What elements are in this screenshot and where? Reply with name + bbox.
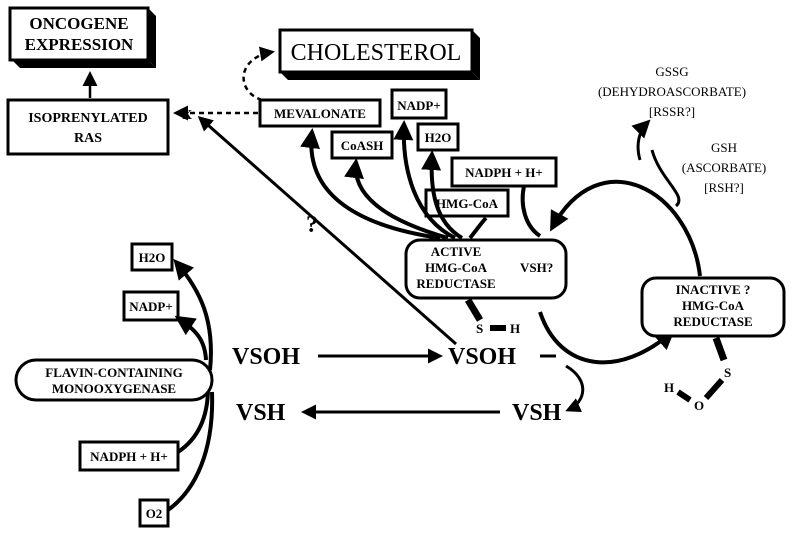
inactive-label-line1: INACTIVE ? bbox=[676, 282, 751, 297]
active-label-line1: ACTIVE bbox=[431, 244, 482, 259]
mevalonate-to-cholesterol-dashed-arrow bbox=[242, 46, 275, 102]
inactive-s-label: S bbox=[724, 365, 731, 380]
nadp-top-label: NADP+ bbox=[397, 98, 441, 113]
inactive-oh-bond bbox=[676, 389, 692, 403]
inactive-h-label: H bbox=[664, 380, 674, 395]
gsh-line3: [RSH?] bbox=[704, 180, 744, 195]
vsh-question-label: VSH? bbox=[520, 260, 553, 275]
cholesterol-label: CHOLESTEROL bbox=[291, 40, 462, 66]
gssg-label-group: GSSG (DEHYDROASCORBATE) [RSSR?] bbox=[598, 64, 746, 119]
o2-to-fmo-line bbox=[166, 391, 215, 512]
h2o-top-label: H2O bbox=[425, 130, 452, 145]
reductase-to-h2o-arrow bbox=[421, 150, 464, 240]
active-s-label: S bbox=[476, 321, 483, 336]
nadph-to-reductase-line bbox=[520, 185, 542, 238]
fmo-to-h2o-arrow bbox=[173, 258, 213, 371]
vsoh-to-ras-arrow bbox=[197, 116, 457, 346]
oncogene-expression-box: ONCOGENE EXPRESSION bbox=[8, 6, 156, 68]
mevalonate-box: MEVALONATE bbox=[258, 98, 382, 128]
vsoh-left-label: VSOH bbox=[232, 344, 300, 370]
reductase-to-coash-arrow bbox=[344, 158, 449, 240]
inactive-o-label: O bbox=[694, 398, 704, 413]
reductase-to-mevalonate-arrow bbox=[300, 128, 441, 240]
oncogene-label-line2: EXPRESSION bbox=[25, 35, 134, 54]
inhibit-x-mark: X bbox=[182, 108, 192, 123]
question-mark: ? bbox=[306, 212, 318, 238]
isoprenylated-ras-box: ISOPRENYLATED RAS bbox=[6, 98, 170, 156]
mevalonate-label: MEVALONATE bbox=[274, 106, 366, 121]
nadp-left-box: NADP+ bbox=[122, 290, 180, 322]
hmg-coa-label: HMG-CoA bbox=[436, 196, 499, 211]
vsoh-right-label: VSOH bbox=[448, 344, 516, 370]
inactive-thiol-bond bbox=[712, 336, 728, 362]
inactive-so-bond bbox=[703, 378, 725, 400]
active-reductase-box: ACTIVE HMG-CoA REDUCTASE VSH? bbox=[404, 238, 568, 300]
hmg-coa-to-reductase-line bbox=[468, 216, 488, 240]
o2-label: O2 bbox=[146, 506, 163, 521]
nadph-top-label: NADPH + H+ bbox=[465, 165, 543, 180]
fmo-label-line1: FLAVIN-CONTAINING bbox=[45, 365, 182, 380]
gsh-in-line bbox=[650, 149, 681, 208]
gssg-out-arrow bbox=[631, 119, 651, 161]
fmo-to-nadp-arrow bbox=[174, 315, 208, 361]
active-label-line3: REDUCTASE bbox=[416, 276, 495, 291]
nadph-left-box: NADPH + H+ bbox=[78, 440, 180, 472]
nadp-top-box: NADP+ bbox=[390, 88, 448, 120]
oncogene-label-line1: ONCOGENE bbox=[29, 14, 128, 33]
vsh-right-label: VSH bbox=[512, 400, 562, 426]
h2o-top-box: H2O bbox=[416, 122, 460, 152]
coash-label: CoASH bbox=[341, 138, 384, 153]
active-h-label: H bbox=[510, 321, 520, 336]
active-label-line2: HMG-CoA bbox=[425, 260, 488, 275]
fmo-label-line2: MONOOXYGENASE bbox=[52, 381, 176, 396]
hmg-coa-box: HMG-CoA bbox=[424, 188, 510, 218]
nadph-to-fmo-line bbox=[176, 387, 210, 454]
nadph-top-box: NADPH + H+ bbox=[450, 156, 558, 188]
inactive-to-active-arc bbox=[550, 179, 702, 277]
gsh-line1: GSH bbox=[711, 140, 737, 155]
fmo-box: FLAVIN-CONTAINING MONOOXYGENASE bbox=[14, 358, 214, 402]
gsh-label-group: GSH (ASCORBATE) [RSH?] bbox=[682, 140, 767, 195]
reductase-to-nadp-arrow bbox=[393, 120, 456, 240]
active-to-inactive-arc bbox=[538, 311, 675, 365]
cholesterol-box: CHOLESTEROL bbox=[278, 28, 480, 80]
gssg-line1: GSSG bbox=[655, 64, 688, 79]
vsh-left-label: VSH bbox=[236, 400, 286, 426]
inactive-label-line3: REDUCTASE bbox=[673, 314, 752, 329]
coash-box: CoASH bbox=[330, 130, 394, 160]
ras-label-line1: ISOPRENYLATED bbox=[28, 111, 148, 126]
gsh-line2: (ASCORBATE) bbox=[682, 160, 767, 175]
ras-label-line2: RAS bbox=[74, 131, 102, 146]
h2o-left-label: H2O bbox=[139, 250, 166, 265]
gssg-line3: [RSSR?] bbox=[649, 104, 695, 119]
nadp-left-label: NADP+ bbox=[129, 299, 173, 314]
cycle-to-vsh-arrow bbox=[565, 364, 585, 412]
inactive-reductase-box: INACTIVE ? HMG-CoA REDUCTASE bbox=[640, 276, 786, 338]
h2o-left-box: H2O bbox=[130, 242, 174, 272]
active-thiol-bond bbox=[464, 298, 484, 322]
nadph-left-label: NADPH + H+ bbox=[90, 449, 168, 464]
gssg-line2: (DEHYDROASCORBATE) bbox=[598, 84, 746, 99]
inactive-label-line2: HMG-CoA bbox=[682, 298, 745, 313]
o2-box: O2 bbox=[138, 498, 170, 528]
